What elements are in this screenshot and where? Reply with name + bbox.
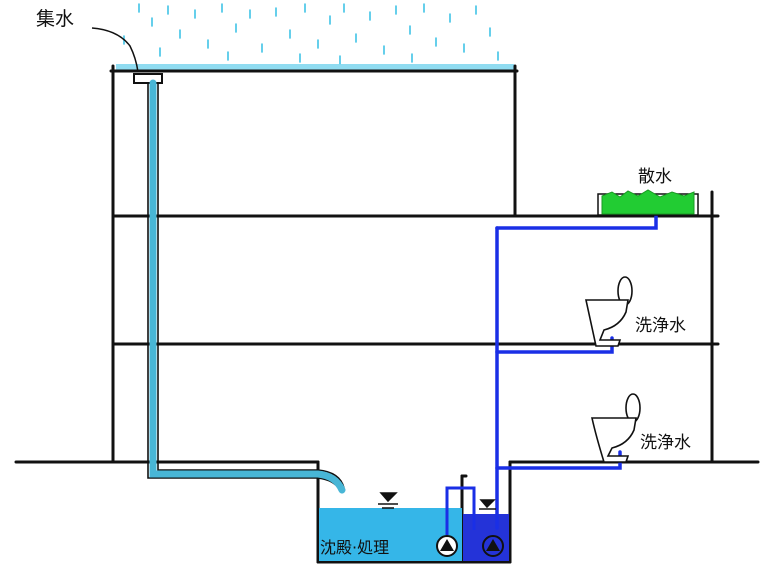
roof-drain-icon (133, 73, 163, 84)
collection-label: 集水 (36, 8, 74, 30)
collection-leader (91, 27, 139, 73)
flush-upper-label: 洗浄水 (635, 316, 686, 336)
planter-icon (597, 189, 699, 216)
toilet-icon (591, 393, 641, 463)
supply-pipes (495, 204, 658, 530)
rain (123, 3, 499, 65)
pump-icon (436, 535, 458, 557)
water-level-icon (479, 499, 496, 510)
flush-lower-label: 洗浄水 (640, 433, 691, 453)
water-level-icon (378, 492, 398, 509)
building-outline (14, 64, 760, 564)
pump-link-pipe (445, 486, 476, 535)
toilet-icon (585, 276, 633, 347)
sprinkle-label: 散水 (638, 167, 672, 187)
roof-water (116, 64, 514, 72)
treatment-label: 沈殿·処理 (320, 538, 389, 557)
rain-downpipe (147, 83, 341, 491)
pump-icon (482, 535, 504, 557)
